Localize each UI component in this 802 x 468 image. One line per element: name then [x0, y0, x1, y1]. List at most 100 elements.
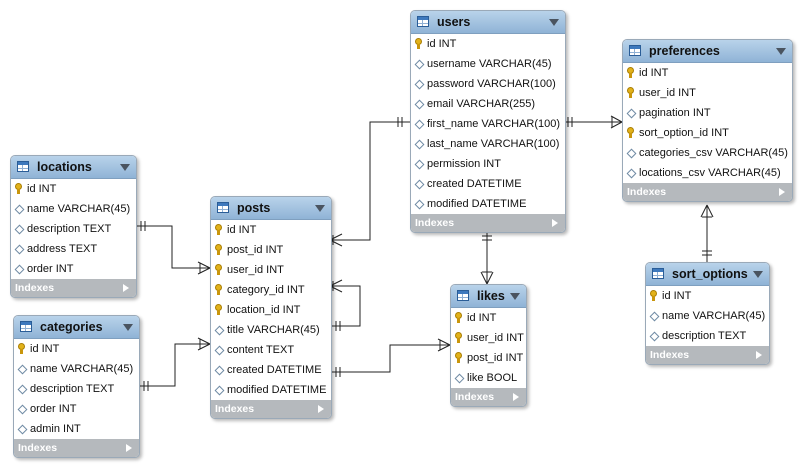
diamond-icon — [414, 159, 425, 170]
column-row[interactable]: id INT — [411, 34, 565, 54]
column-row[interactable]: id INT — [623, 63, 792, 83]
diamond-icon — [626, 168, 637, 179]
indexes-bar[interactable]: Indexes — [411, 214, 565, 232]
table-likes[interactable]: likes id INT user_id INT post_id INT like BO… — [450, 284, 527, 407]
column-row[interactable]: category_id INT — [211, 280, 331, 300]
expand-arrow-icon[interactable] — [126, 444, 132, 452]
column-row[interactable]: post_id INT — [211, 240, 331, 260]
column-label: like BOOL — [467, 372, 518, 384]
table-header[interactable]: posts — [211, 197, 331, 220]
table-header[interactable]: users — [411, 11, 565, 34]
column-row[interactable]: modified DATETIME — [411, 194, 565, 214]
collapse-arrow-icon[interactable] — [120, 164, 130, 171]
collapse-arrow-icon[interactable] — [315, 205, 325, 212]
expand-arrow-icon[interactable] — [779, 188, 785, 196]
column-row[interactable]: location_id INT — [211, 300, 331, 320]
key-icon — [215, 264, 222, 275]
column-row[interactable]: user_id INT — [451, 328, 526, 348]
rel-preferences-users — [564, 115, 623, 129]
column-row[interactable]: admin INT — [14, 419, 139, 439]
column-label: id INT — [467, 312, 497, 324]
collapse-arrow-icon[interactable] — [549, 19, 559, 26]
expand-arrow-icon[interactable] — [318, 405, 324, 413]
column-row[interactable]: description TEXT — [646, 326, 769, 346]
column-label: created DATETIME — [427, 178, 522, 190]
column-label: password VARCHAR(100) — [427, 78, 556, 90]
column-label: user_id INT — [227, 264, 284, 276]
column-row[interactable]: username VARCHAR(45) — [411, 54, 565, 74]
column-row[interactable]: password VARCHAR(100) — [411, 74, 565, 94]
column-row[interactable]: user_id INT — [623, 83, 792, 103]
table-icon — [20, 321, 32, 332]
column-row[interactable]: address TEXT — [11, 239, 136, 259]
diamond-icon — [626, 108, 637, 119]
column-row[interactable]: description TEXT — [14, 379, 139, 399]
table-header[interactable]: sort_options — [646, 263, 769, 286]
collapse-arrow-icon[interactable] — [776, 48, 786, 55]
indexes-bar[interactable]: Indexes — [14, 439, 139, 457]
column-row[interactable]: id INT — [211, 220, 331, 240]
column-row[interactable]: name VARCHAR(45) — [14, 359, 139, 379]
column-label: id INT — [662, 290, 692, 302]
column-row[interactable]: locations_csv VARCHAR(45) — [623, 163, 792, 183]
expand-arrow-icon[interactable] — [552, 219, 558, 227]
column-row[interactable]: permission INT — [411, 154, 565, 174]
column-row[interactable]: modified DATETIME — [211, 380, 331, 400]
collapse-arrow-icon[interactable] — [510, 293, 520, 300]
column-row[interactable]: name VARCHAR(45) — [646, 306, 769, 326]
table-header[interactable]: likes — [451, 285, 526, 308]
column-row[interactable]: order INT — [11, 259, 136, 279]
column-row[interactable]: content TEXT — [211, 340, 331, 360]
diamond-icon — [649, 331, 660, 342]
diamond-icon — [17, 384, 28, 395]
column-row[interactable]: first_name VARCHAR(100) — [411, 114, 565, 134]
table-title: likes — [477, 289, 505, 303]
table-header[interactable]: locations — [11, 156, 136, 179]
indexes-bar[interactable]: Indexes — [646, 346, 769, 364]
column-row[interactable]: created DATETIME — [411, 174, 565, 194]
column-label: title VARCHAR(45) — [227, 324, 320, 336]
column-row[interactable]: like BOOL — [451, 368, 526, 388]
table-header[interactable]: categories — [14, 316, 139, 339]
column-row[interactable]: id INT — [646, 286, 769, 306]
rel-posts-categories — [138, 337, 211, 391]
key-icon — [215, 224, 222, 235]
column-label: last_name VARCHAR(100) — [427, 138, 560, 150]
column-row[interactable]: id INT — [451, 308, 526, 328]
expand-arrow-icon[interactable] — [513, 393, 519, 401]
table-header[interactable]: preferences — [623, 40, 792, 63]
column-row[interactable]: post_id INT — [451, 348, 526, 368]
expand-arrow-icon[interactable] — [123, 284, 129, 292]
column-row[interactable]: last_name VARCHAR(100) — [411, 134, 565, 154]
diamond-icon — [17, 364, 28, 375]
column-row[interactable]: id INT — [14, 339, 139, 359]
column-row[interactable]: id INT — [11, 179, 136, 199]
collapse-arrow-icon[interactable] — [123, 324, 133, 331]
column-row[interactable]: user_id INT — [211, 260, 331, 280]
indexes-bar[interactable]: Indexes — [451, 388, 526, 406]
column-row[interactable]: sort_option_id INT — [623, 123, 792, 143]
indexes-bar[interactable]: Indexes — [11, 279, 136, 297]
column-row[interactable]: name VARCHAR(45) — [11, 199, 136, 219]
column-label: name VARCHAR(45) — [30, 363, 134, 375]
column-label: modified DATETIME — [427, 198, 527, 210]
column-row[interactable]: created DATETIME — [211, 360, 331, 380]
column-row[interactable]: description TEXT — [11, 219, 136, 239]
diamond-icon — [454, 373, 465, 384]
expand-arrow-icon[interactable] — [756, 351, 762, 359]
collapse-arrow-icon[interactable] — [753, 271, 763, 278]
indexes-bar[interactable]: Indexes — [623, 183, 792, 201]
column-row[interactable]: title VARCHAR(45) — [211, 320, 331, 340]
column-row[interactable]: pagination INT — [623, 103, 792, 123]
indexes-bar[interactable]: Indexes — [211, 400, 331, 418]
column-row[interactable]: order INT — [14, 399, 139, 419]
column-row[interactable]: email VARCHAR(255) — [411, 94, 565, 114]
column-row[interactable]: categories_csv VARCHAR(45) — [623, 143, 792, 163]
column-label: user_id INT — [467, 332, 524, 344]
